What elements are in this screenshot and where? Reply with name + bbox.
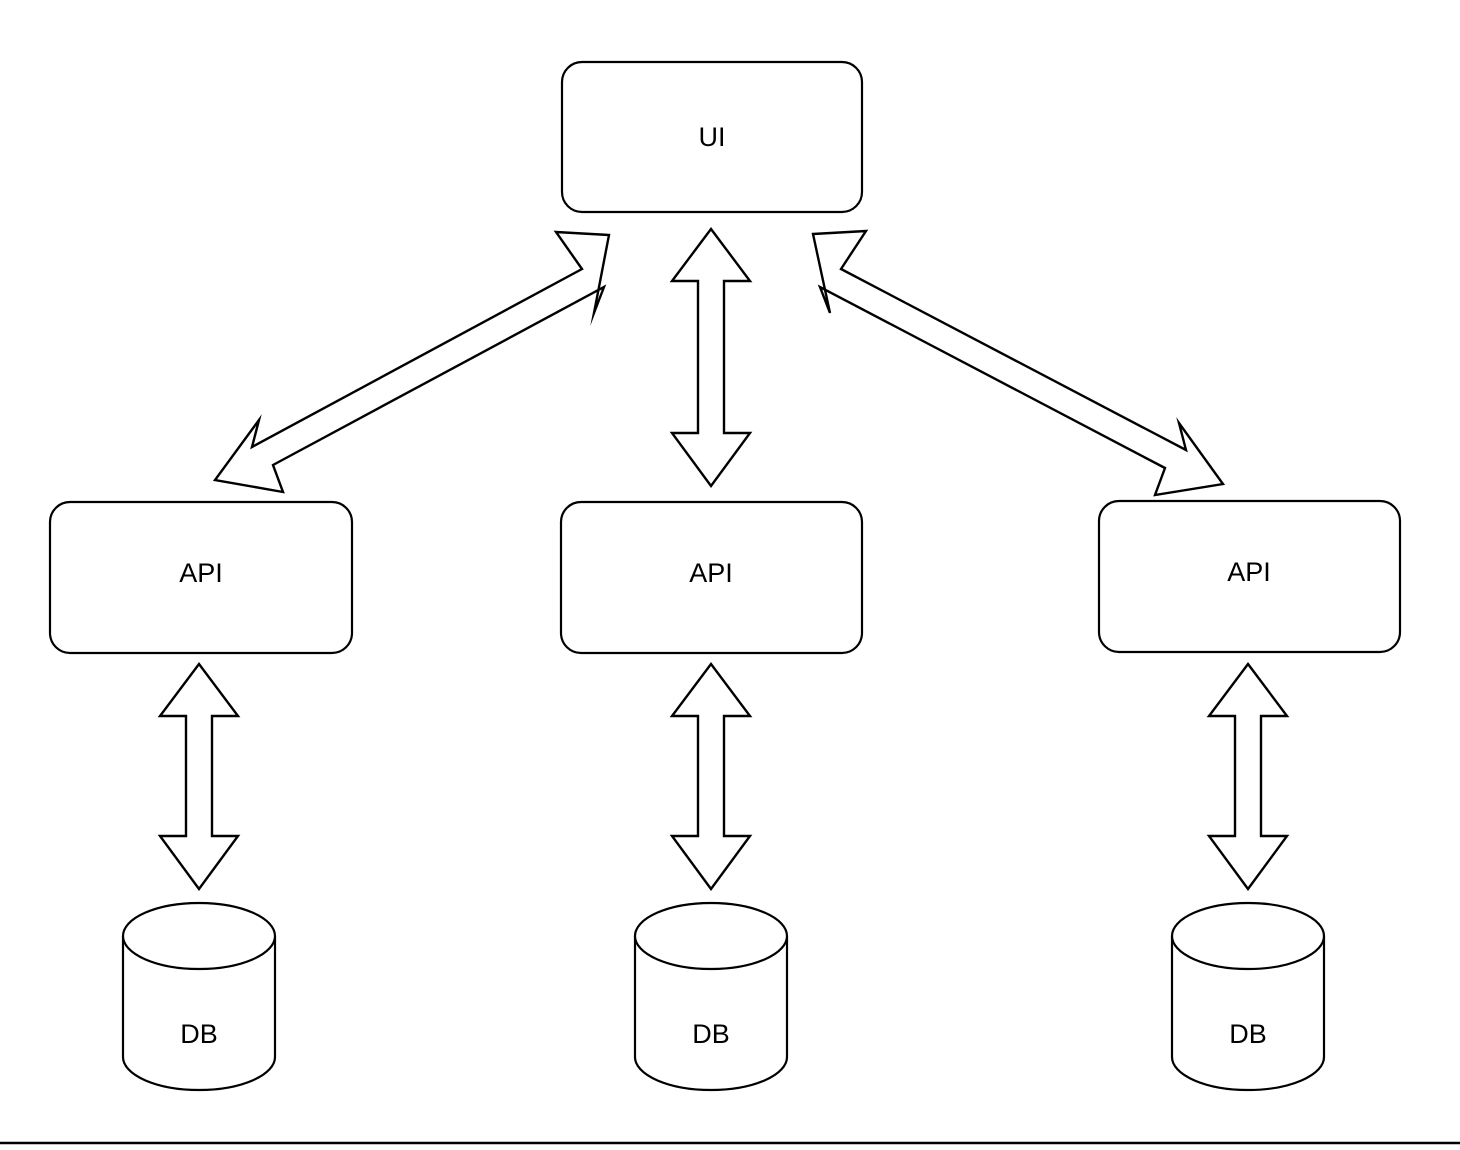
connector-api-right-to-db-right[interactable] bbox=[1206, 662, 1290, 892]
node-ui[interactable]: UI bbox=[560, 60, 864, 214]
double-arrow-vertical-center-top bbox=[669, 227, 753, 489]
connector-api-center-to-db-center[interactable] bbox=[669, 662, 753, 892]
api-left-box bbox=[48, 500, 354, 655]
api-center-box bbox=[559, 500, 864, 655]
db-right-body bbox=[1170, 936, 1326, 1092]
connector-ui-to-api-left[interactable] bbox=[212, 230, 611, 494]
api-right-box bbox=[1097, 499, 1402, 654]
double-arrow-vertical-center-bottom bbox=[669, 662, 753, 892]
double-arrow-diagonal-left bbox=[212, 230, 611, 494]
db-left-label: DB bbox=[180, 1019, 218, 1049]
ui-label: UI bbox=[699, 122, 726, 152]
db-left-top-ellipse bbox=[121, 901, 277, 971]
api-right-label: API bbox=[1227, 557, 1271, 587]
ui-box bbox=[560, 60, 864, 214]
double-arrow-diagonal-right bbox=[811, 229, 1226, 497]
node-api-right[interactable]: API bbox=[1097, 499, 1402, 654]
connector-ui-to-api-right[interactable] bbox=[811, 229, 1226, 497]
api-center-label: API bbox=[689, 558, 733, 588]
db-center-top-ellipse bbox=[633, 901, 789, 971]
node-api-left[interactable]: API bbox=[48, 500, 354, 655]
node-api-center[interactable]: API bbox=[559, 500, 864, 655]
connector-api-left-to-db-left[interactable] bbox=[157, 662, 241, 892]
connector-ui-to-api-center[interactable] bbox=[669, 227, 753, 489]
node-db-left[interactable]: DB bbox=[121, 901, 277, 1092]
db-center-label: DB bbox=[692, 1019, 730, 1049]
db-left-body bbox=[121, 936, 277, 1092]
double-arrow-vertical-left bbox=[157, 662, 241, 892]
db-center-body bbox=[633, 936, 789, 1092]
double-arrow-vertical-right bbox=[1206, 662, 1290, 892]
db-right-top-ellipse bbox=[1170, 901, 1326, 971]
node-db-right[interactable]: DB bbox=[1170, 901, 1326, 1092]
api-left-label: API bbox=[179, 558, 223, 588]
node-db-center[interactable]: DB bbox=[633, 901, 789, 1092]
db-right-label: DB bbox=[1229, 1019, 1267, 1049]
